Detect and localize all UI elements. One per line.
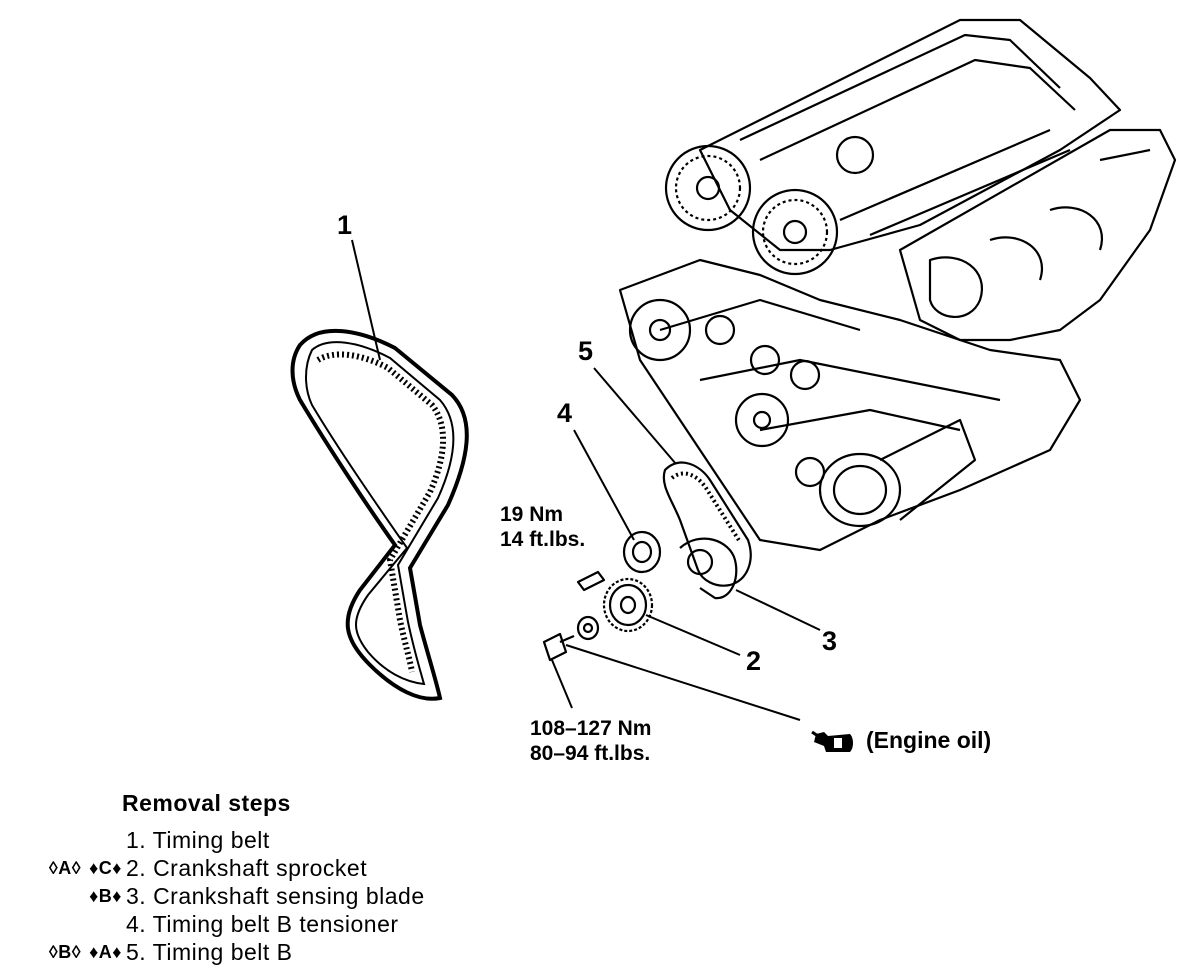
torque-spec-tensioner: 19 Nm 14 ft.lbs. bbox=[500, 502, 585, 552]
callout-5: 5 bbox=[578, 336, 594, 366]
install-mark: ♦B♦ bbox=[89, 885, 122, 906]
step-text: 1. Timing belt bbox=[126, 826, 270, 853]
torque-nm: 108–127 Nm bbox=[530, 717, 652, 740]
callout-4: 4 bbox=[557, 398, 573, 428]
removal-steps-list: 1. Timing belt ◊A◊ ♦C♦ 2. Crankshaft spro… bbox=[10, 826, 425, 966]
step-text: 5. Timing belt B bbox=[126, 938, 293, 965]
list-item: ◊A◊ ♦C♦ 2. Crankshaft sprocket bbox=[10, 854, 425, 882]
callout-3: 3 bbox=[822, 626, 838, 656]
removal-mark: ◊B◊ bbox=[48, 941, 82, 962]
engine-assembly bbox=[542, 18, 1177, 662]
torque-ftlbs: 14 ft.lbs. bbox=[500, 528, 586, 552]
list-item: 4. Timing belt B tensioner bbox=[10, 910, 425, 938]
install-mark: ♦A♦ bbox=[89, 941, 122, 962]
list-item: ♦B♦ 3. Crankshaft sensing blade bbox=[10, 882, 425, 910]
install-mark: ♦C♦ bbox=[89, 857, 122, 878]
torque-nm: 19 Nm bbox=[500, 503, 564, 526]
step-text: 3. Crankshaft sensing blade bbox=[126, 882, 425, 909]
callout-1: 1 bbox=[337, 210, 353, 240]
timing-belt-1 bbox=[290, 328, 469, 701]
list-item: ◊B◊ ♦A♦ 5. Timing belt B bbox=[10, 938, 425, 966]
removal-steps-title: Removal steps bbox=[122, 790, 291, 816]
list-item: 1. Timing belt bbox=[10, 826, 425, 854]
leader-lines bbox=[351, 239, 821, 721]
torque-ftlbs: 80–94 ft.lbs. bbox=[530, 742, 651, 766]
engine-oil-label: (Engine oil) bbox=[866, 726, 992, 753]
removal-mark: ◊A◊ bbox=[48, 857, 82, 878]
oil-can-icon bbox=[811, 730, 853, 752]
engine-oil-note: (Engine oil) bbox=[810, 726, 991, 754]
torque-spec-crank-bolt: 108–127 Nm 80–94 ft.lbs. bbox=[530, 716, 651, 766]
step-text: 4. Timing belt B tensioner bbox=[126, 910, 399, 937]
callout-2: 2 bbox=[746, 646, 762, 676]
step-text: 2. Crankshaft sprocket bbox=[126, 854, 368, 881]
